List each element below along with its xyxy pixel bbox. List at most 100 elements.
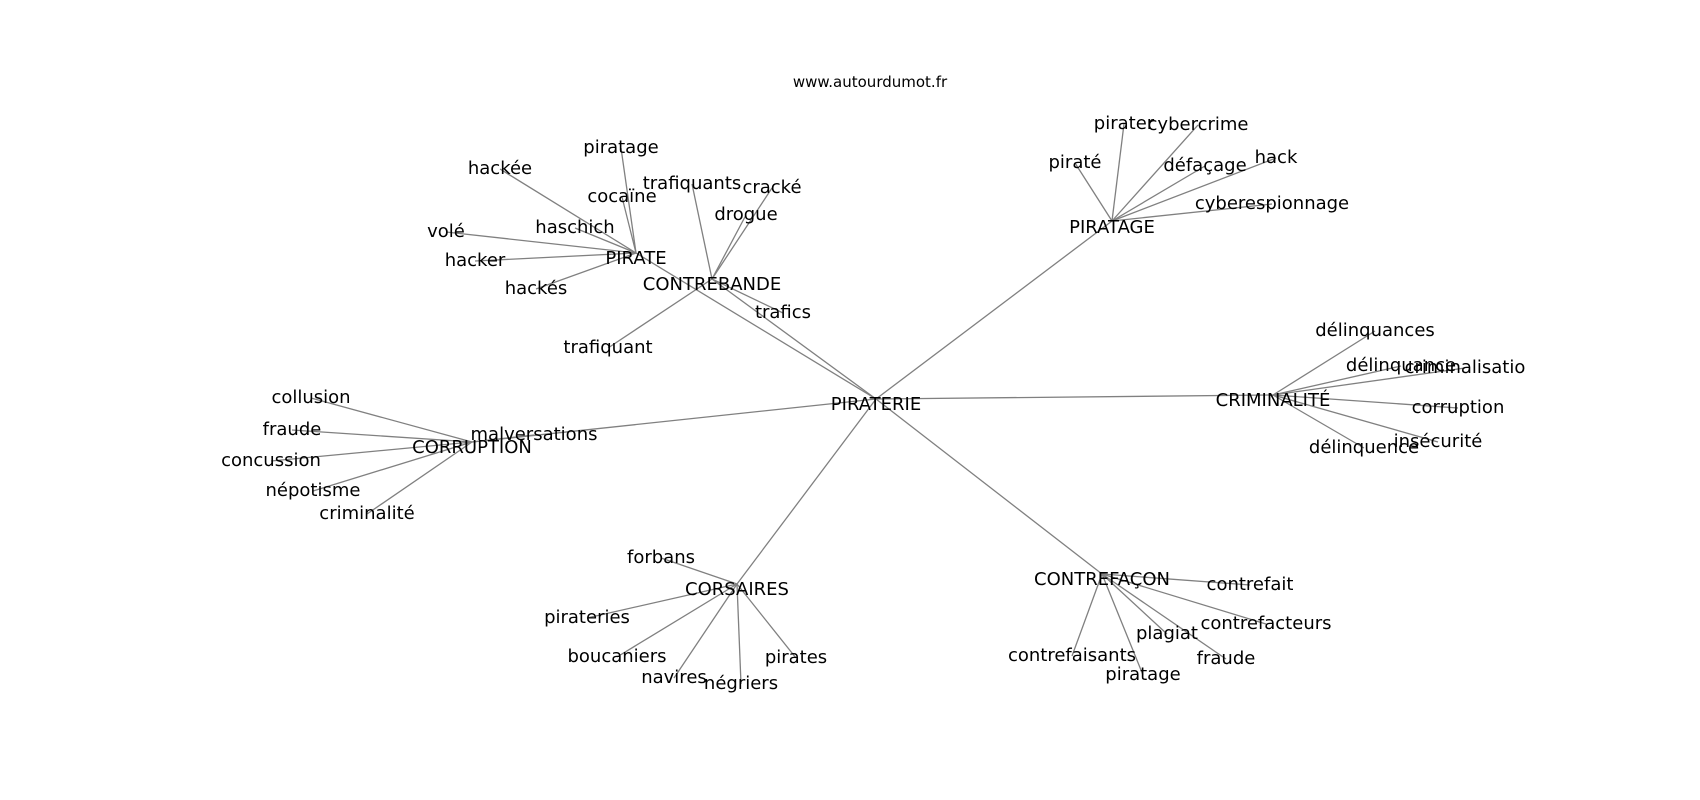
edge (1111, 165, 1206, 222)
edge (1111, 123, 1125, 222)
edge (1111, 124, 1199, 222)
edge (1074, 162, 1113, 222)
word-node-label: forbans (627, 547, 695, 568)
edge (607, 278, 713, 349)
edge (1111, 157, 1277, 222)
word-node-label: boucaniers (567, 646, 666, 667)
edge (471, 398, 877, 443)
edge (574, 227, 637, 254)
edge (366, 441, 473, 515)
edge (875, 220, 1113, 400)
edge (1272, 367, 1466, 396)
word-node-label: malversations (471, 424, 598, 445)
edge (1272, 394, 1365, 449)
word-node-label: criminalité (319, 503, 414, 524)
edge (445, 231, 637, 254)
word-node-label: trafiquant (563, 337, 652, 358)
hub-node-label: CORSAIRES (685, 579, 789, 600)
word-node-label: négriers (704, 673, 778, 694)
edge (660, 557, 738, 585)
edge (736, 583, 742, 685)
word-node-label: concussion (221, 450, 321, 471)
edge (1272, 365, 1402, 396)
word-node-label: cracké (742, 177, 801, 198)
edge (620, 147, 637, 254)
edge (736, 398, 877, 585)
edge (711, 214, 747, 280)
hub-node-label: PIRATAGE (1069, 217, 1155, 238)
edge (711, 278, 877, 400)
edge (691, 183, 713, 280)
word-node-label: contrefaisants (1008, 645, 1136, 666)
edge (471, 434, 535, 443)
edge (1101, 573, 1267, 625)
edge (270, 441, 473, 462)
edge (1101, 573, 1251, 586)
word-node-label: hackée (468, 158, 532, 179)
hub-node-label: CRIMINALITÉ (1216, 389, 1331, 411)
root-node-label: PIRATERIE (831, 394, 921, 415)
edge (535, 252, 637, 290)
word-node-label: drogue (714, 204, 777, 225)
word-node-label: népotisme (266, 480, 361, 501)
edge (312, 441, 473, 492)
word-node-label: plagiat (1136, 623, 1198, 644)
word-node-label: piratage (583, 137, 658, 158)
edge (1101, 573, 1168, 635)
word-node-label: hacker (445, 250, 506, 271)
labels: www.autourdumot.fr PIRATERIEPIRATEpirata… (221, 73, 1525, 694)
word-node-label: pirates (765, 647, 827, 668)
edge (673, 583, 738, 679)
word-node-label: haschich (535, 217, 614, 238)
word-node-label: pirateries (544, 607, 630, 628)
word-node-label: hackés (505, 278, 568, 299)
edge (586, 583, 738, 619)
edge (1071, 573, 1103, 657)
word-node-label: délinquances (1315, 320, 1435, 341)
hub-node-label: CONTREBANDE (643, 274, 781, 295)
word-node-label: piratage (1105, 664, 1180, 685)
word-node-label: criminalisatio (1405, 357, 1526, 378)
word-node-label: trafics (755, 302, 811, 323)
edge (310, 397, 473, 443)
edge (1101, 573, 1144, 676)
word-node-label: pirater (1094, 113, 1155, 134)
word-node-label: volé (427, 221, 465, 242)
edge (875, 398, 1103, 575)
word-node-label: défaçage (1163, 155, 1246, 176)
hub-node-label: CONTREFAÇON (1034, 569, 1170, 590)
word-node-label: cyberespionnage (1195, 193, 1349, 214)
hub-node-label: PIRATE (605, 248, 666, 269)
word-node-label: collusion (271, 387, 350, 408)
word-node-label: contrefait (1207, 574, 1294, 595)
edge (1272, 394, 1439, 443)
edge (711, 187, 773, 280)
edge (616, 583, 738, 658)
edge (1272, 394, 1459, 409)
word-node-label: délinquance (1346, 355, 1456, 376)
word-node-label: délinquence (1309, 437, 1419, 458)
edge (635, 252, 877, 400)
edge (474, 252, 637, 262)
word-node-label: hack (1255, 147, 1298, 168)
edge (1101, 573, 1227, 660)
word-node-label: fraude (263, 419, 322, 440)
edge (736, 583, 797, 659)
word-node-label: fraude (1197, 648, 1256, 669)
word-node-label: cybercrime (1148, 114, 1249, 135)
edge (621, 196, 637, 254)
edge (291, 429, 473, 443)
word-node-label: navires (641, 667, 707, 688)
edge (711, 278, 784, 314)
word-node-label: trafiquants (643, 173, 742, 194)
word-node-label: piraté (1049, 152, 1102, 173)
word-node-label: insécurité (1394, 431, 1483, 452)
edge (1272, 330, 1376, 396)
word-node-label: cocaïne (587, 186, 656, 207)
edges (270, 123, 1466, 685)
edge (1111, 203, 1273, 222)
edge (499, 168, 637, 254)
word-node-label: contrefacteurs (1200, 613, 1331, 634)
hub-node-label: CORRUPTION (412, 437, 532, 458)
